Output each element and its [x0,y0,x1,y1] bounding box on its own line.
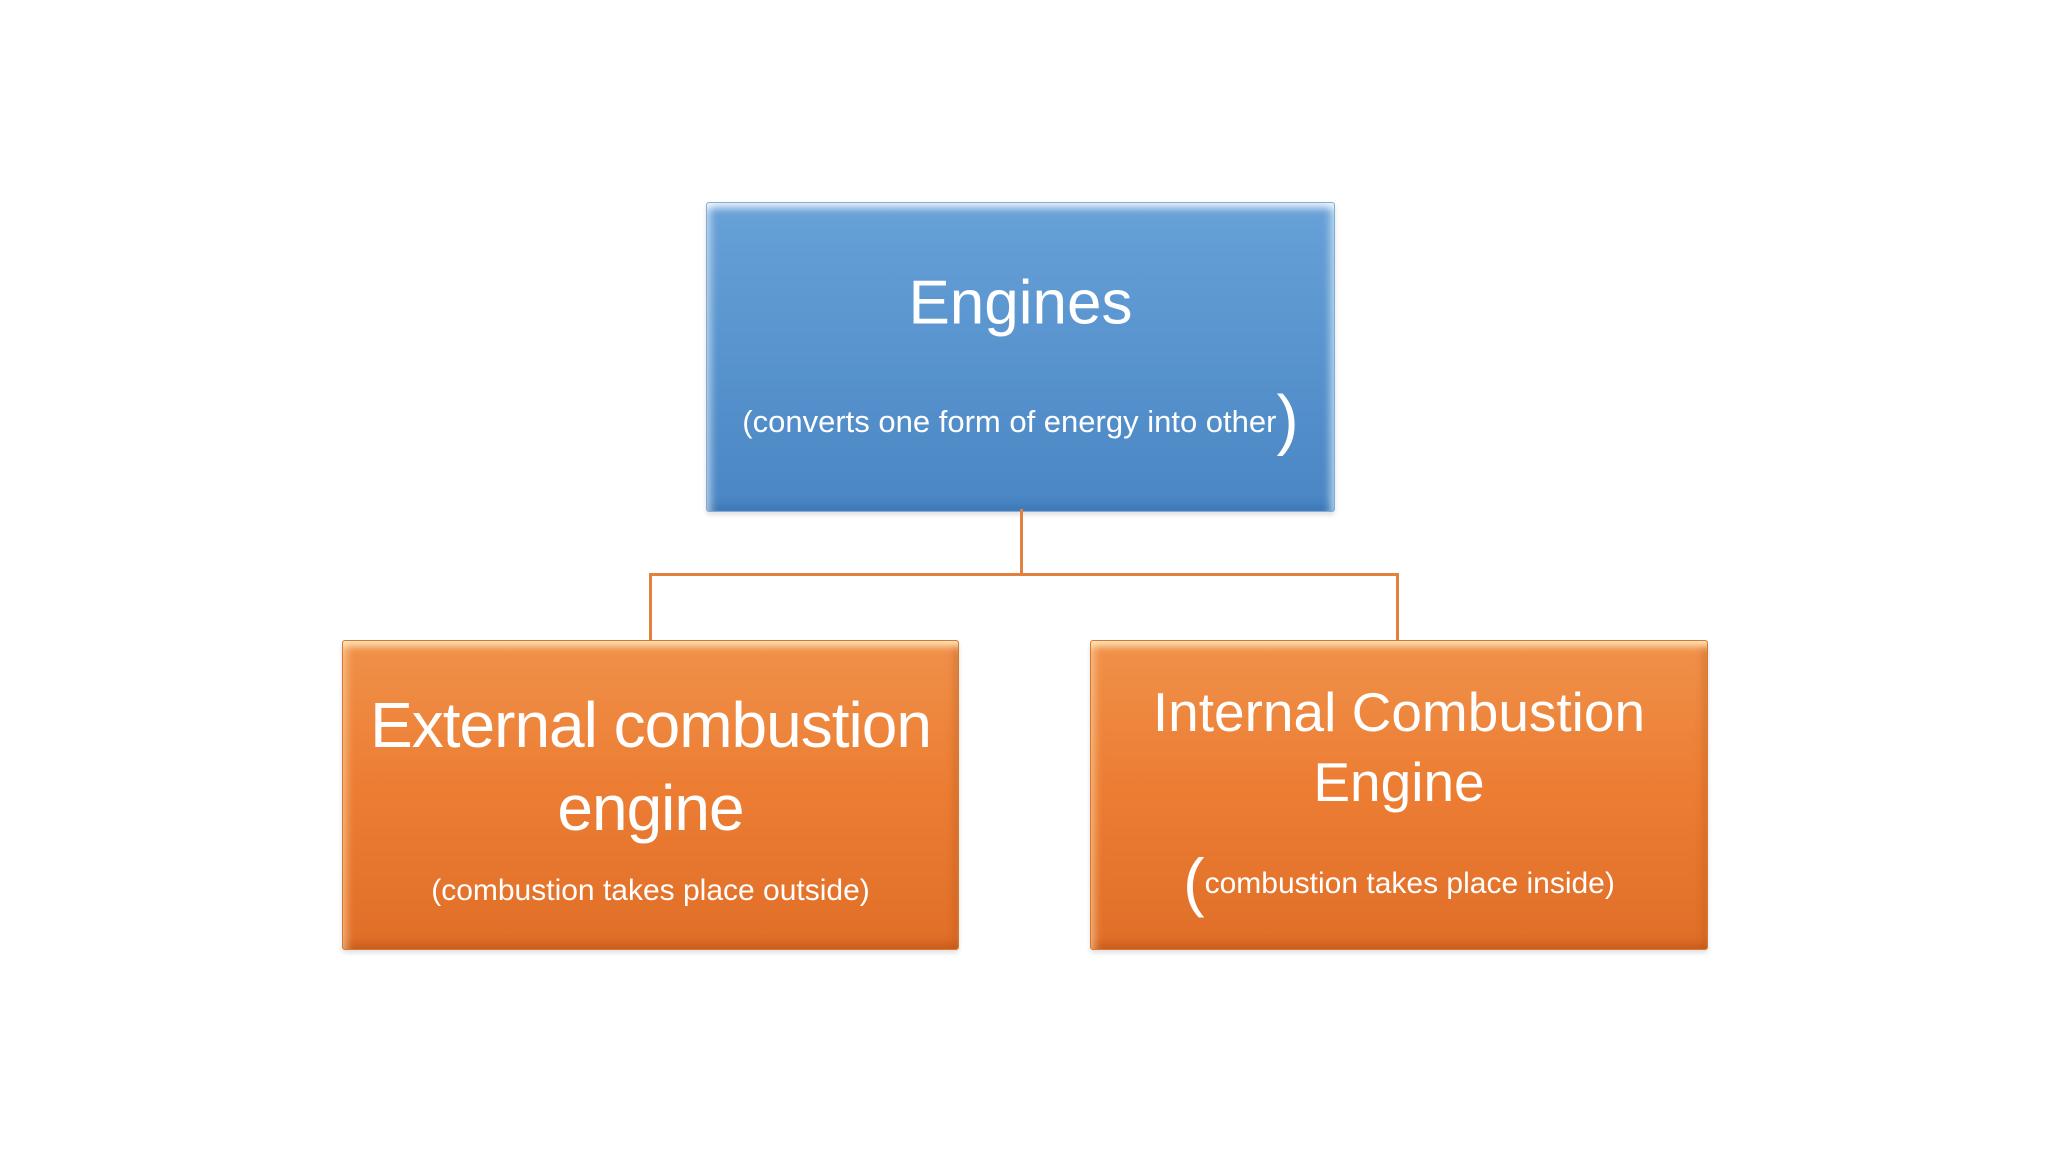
node-internal-combustion: Internal Combustion Engine (combustion t… [1090,640,1708,950]
connector-left-drop [649,573,652,641]
node-engines-big-close-paren: ) [1276,383,1299,458]
node-engines: Engines (converts one form of energy int… [706,202,1335,512]
node-engines-subtitle-text: (converts one form of energy into other [742,404,1277,439]
node-internal-title-line1: Internal Combustion [1152,681,1646,744]
node-external-subtitle: (combustion takes place outside) [431,874,870,907]
connector-horizontal-bar [649,573,1399,576]
node-internal-title: Internal Combustion Engine [1103,678,1694,818]
connector-root-stem [1020,509,1023,576]
node-engines-title: Engines [908,268,1133,338]
node-external-title-line2: engine [557,772,744,844]
node-external-title: External combustion engine [355,684,945,850]
node-internal-subtitle: (combustion takes place inside) [1103,850,1694,915]
node-internal-subtitle-text: combustion takes place inside) [1204,867,1615,900]
node-external-title-line1: External combustion [370,688,932,761]
node-engines-subtitle: (converts one form of energy into other) [720,387,1322,454]
node-internal-big-open-paren: ( [1183,845,1205,918]
node-external-combustion: External combustion engine (combustion t… [342,640,959,950]
connector-right-drop [1396,573,1399,641]
node-internal-title-line2: Engine [1313,751,1485,813]
